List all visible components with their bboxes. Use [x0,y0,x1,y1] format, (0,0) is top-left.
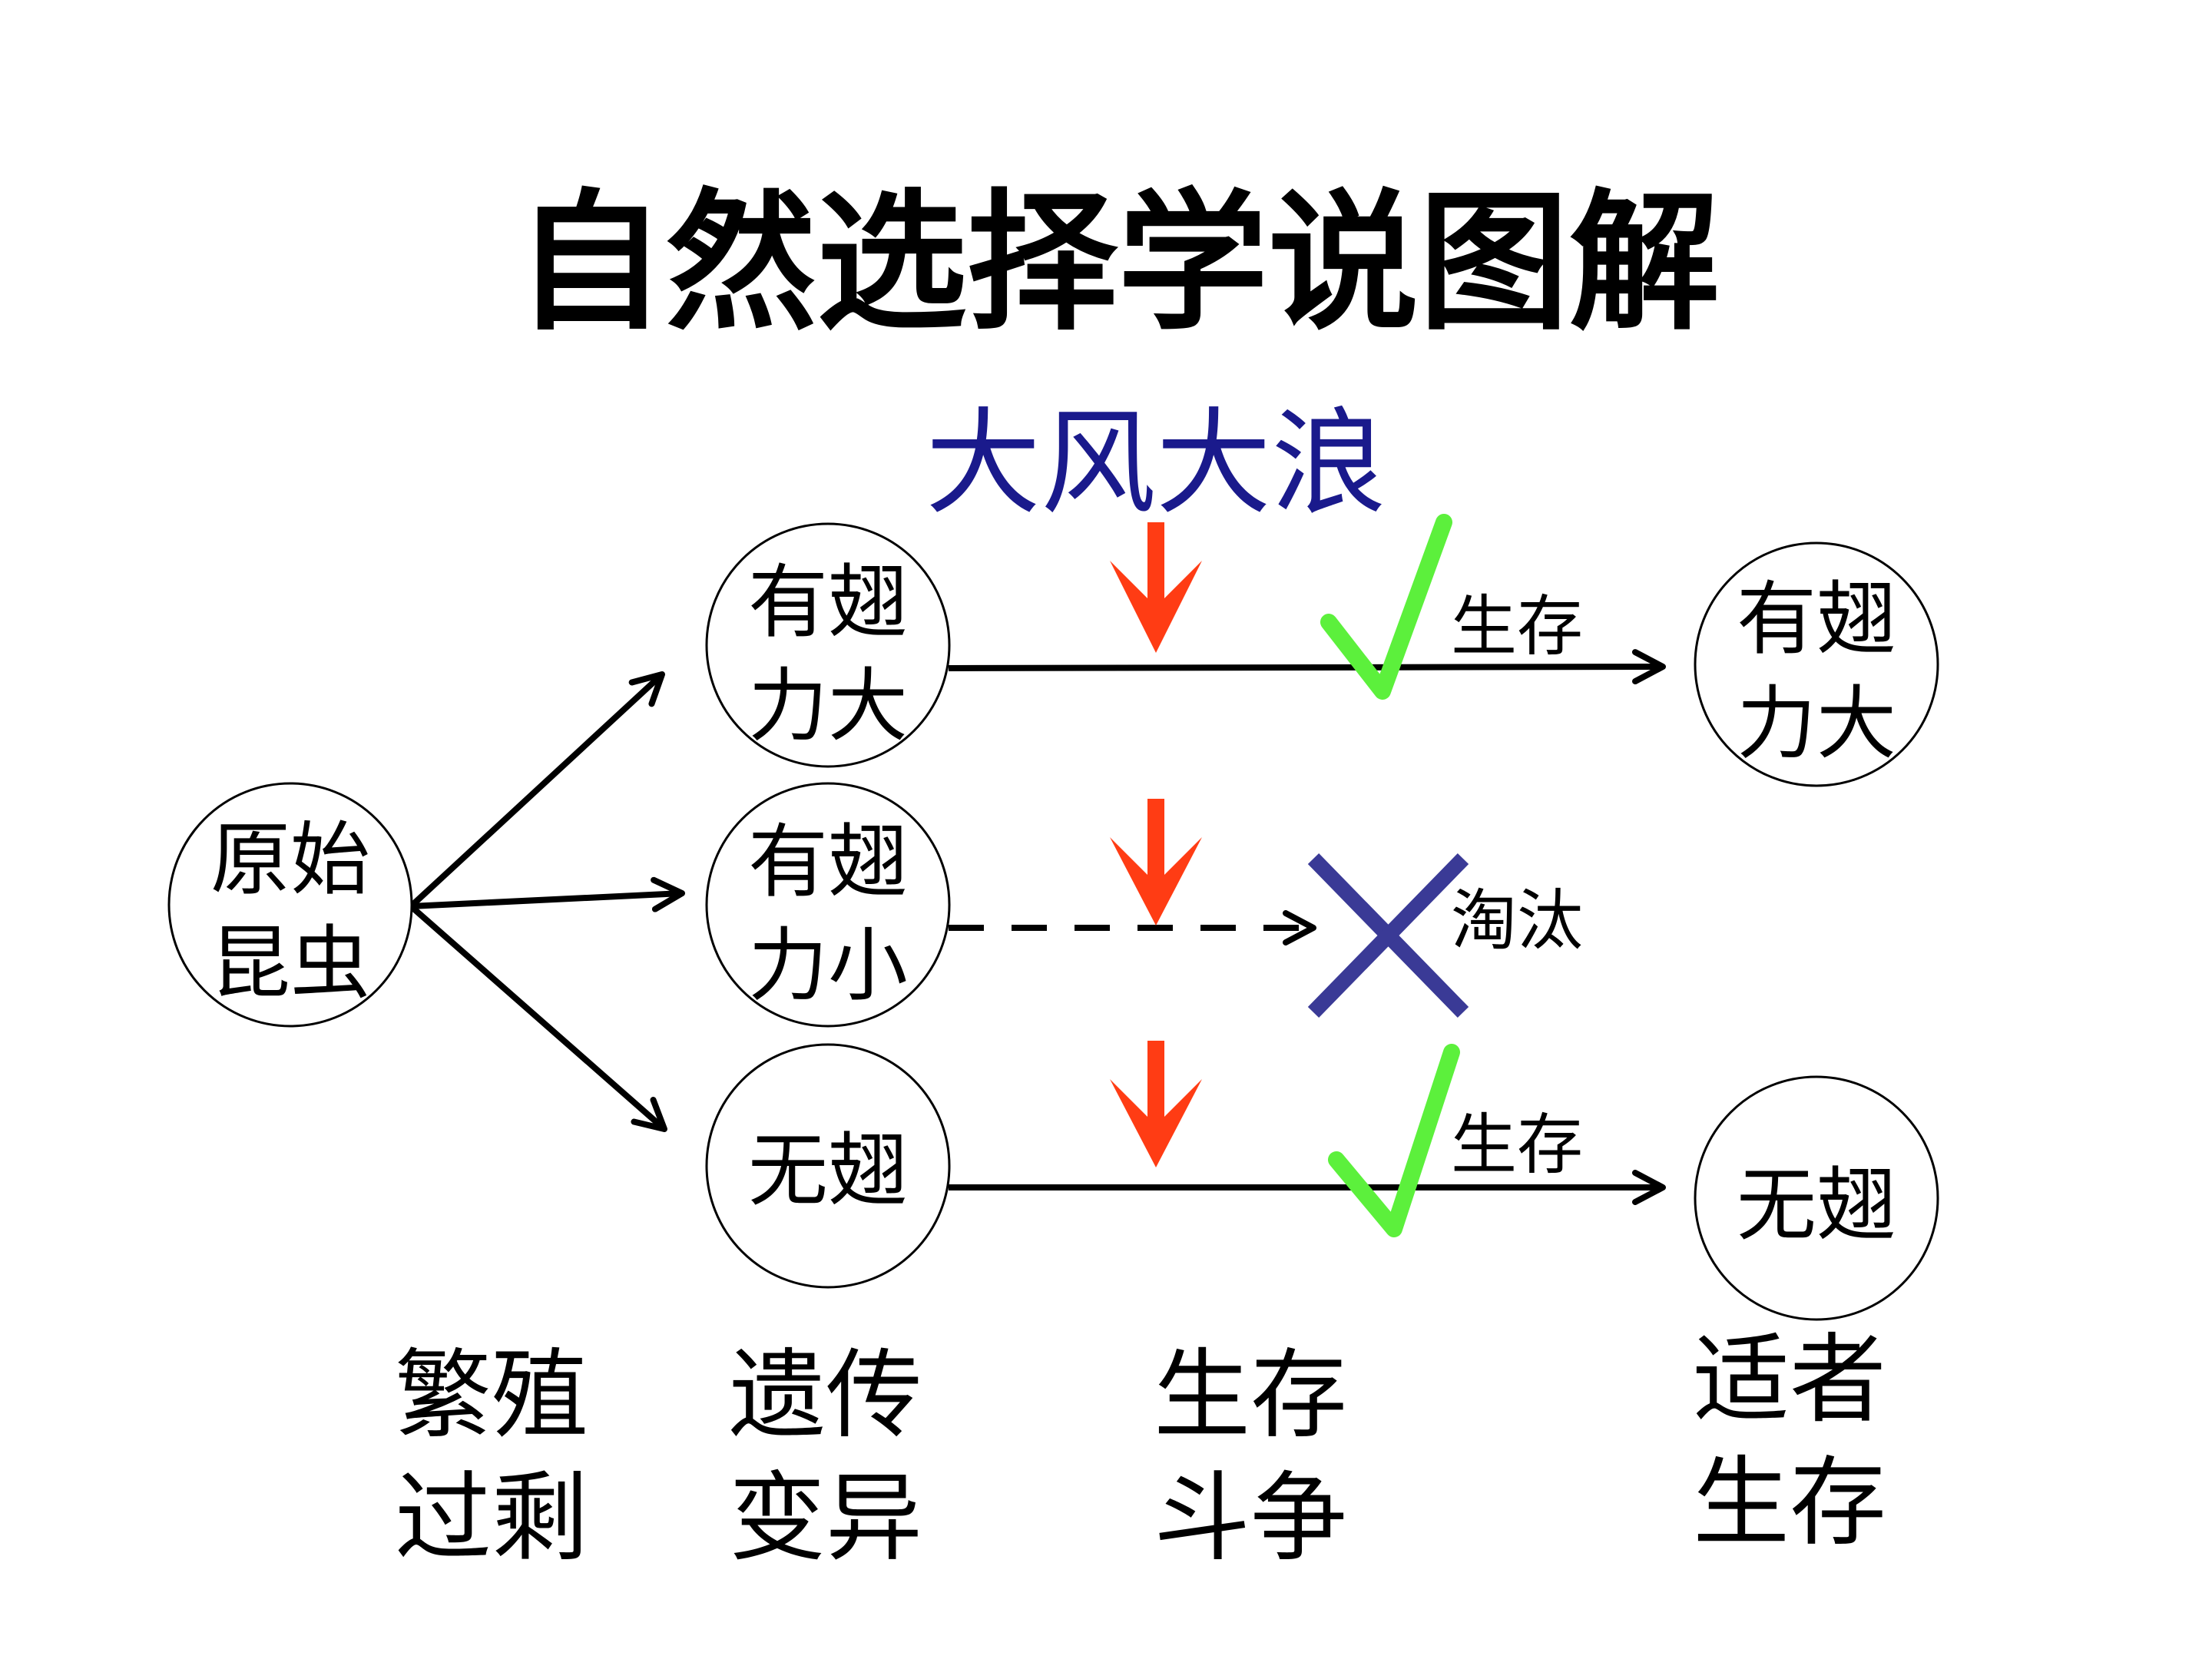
principle-label-line1: 繁殖 [395,1339,588,1452]
weak-wings-node: 有翅 力小 [705,782,951,1028]
strong-wings-node: 有翅 力大 [705,522,951,768]
branch-arrow-to-no-wings [409,903,667,1132]
branch-arrow-to-strong-wings [409,671,665,909]
principle-label-line2: 斗争 [1154,1462,1347,1575]
down-arrow-icon [1110,1041,1202,1167]
pressure-arrows [1110,522,1202,1167]
principle-label-line1: 适者 [1693,1323,1886,1436]
down-arrow-icon [1110,522,1202,653]
check-mark-icon [1320,514,1452,700]
weak-wings-label-line2: 力小 [748,919,908,1012]
result-no-wings-node: 无翅 [1694,1075,1939,1321]
result-no-wings-label: 无翅 [1737,1158,1896,1252]
origin-label-line2: 昆虫 [210,916,370,1010]
page-title: 自然选择学说图解 [515,176,1720,351]
origin-label-line1: 原始 [210,813,370,906]
no-wings-label: 无翅 [748,1124,908,1217]
outcome-survive-top: 生存 [1451,588,1583,665]
no-wings-node: 无翅 [705,1043,951,1289]
no-wings-circle [705,1043,951,1289]
principle-struggle-for-existence: 生存 斗争 [1154,1339,1347,1575]
principle-survival-of-fittest: 适者 生存 [1693,1323,1886,1559]
check-mark-icon [1328,1044,1460,1237]
origin-node: 原始 昆虫 [167,782,413,1028]
principle-label-line2: 生存 [1693,1446,1886,1559]
principle-label-line2: 变异 [729,1462,922,1575]
survival-line-top [948,649,1666,685]
result-strong-wings-circle [1694,541,1939,787]
weak-wings-circle [705,782,951,1028]
principle-overproduction: 繁殖 过剩 [395,1339,588,1575]
origin-circle [167,782,413,1028]
outcome-eliminated: 淘汰 [1451,882,1583,959]
cross-mark-icon [1307,853,1469,1018]
outcome-survive-bottom: 生存 [1451,1107,1583,1184]
strong-wings-label-line2: 力大 [748,659,908,753]
principle-heredity-variation: 遗传 变异 [729,1339,922,1575]
strong-wings-label-line1: 有翅 [748,555,908,649]
weak-wings-label-line1: 有翅 [748,815,908,909]
selection-lines [948,649,1666,1205]
principle-label-line1: 生存 [1154,1339,1347,1452]
branch-arrows [409,671,685,1132]
result-no-wings-circle [1694,1075,1939,1321]
branch-arrow-to-weak-wings [410,876,685,912]
principles: 繁殖 过剩 遗传 变异 生存 斗争 适者 生存 [395,1323,1886,1575]
principle-label-line2: 过剩 [395,1462,588,1575]
result-strong-wings-label-line1: 有翅 [1737,572,1896,666]
environment-label: 大风大浪 [926,397,1386,531]
survived-marks [1320,514,1460,1237]
down-arrow-icon [1110,799,1202,926]
strong-wings-circle [705,522,951,768]
result-strong-wings-node: 有翅 力大 [1694,541,1939,787]
principle-label-line1: 遗传 [729,1339,922,1452]
result-strong-wings-label-line2: 力大 [1737,677,1896,770]
